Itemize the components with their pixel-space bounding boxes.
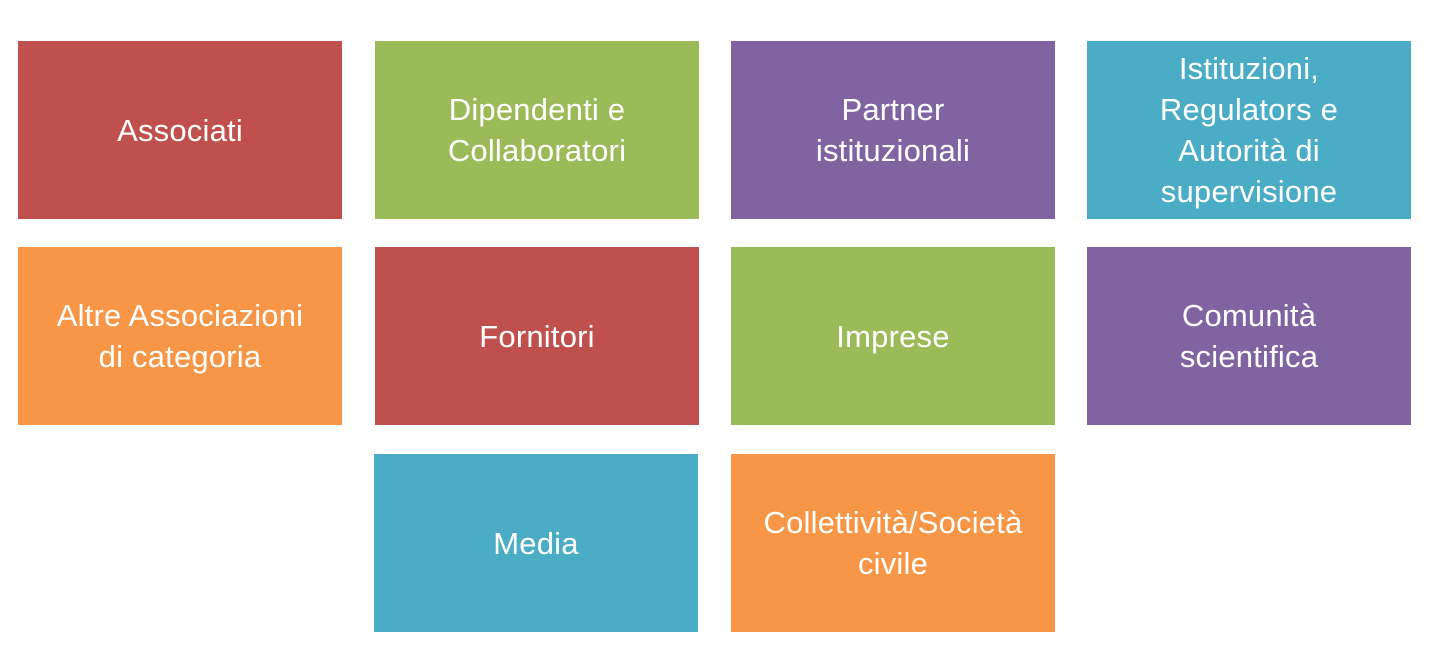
tile-media: Media [374, 454, 698, 632]
tile-label-media: Media [493, 525, 579, 561]
tile-istituzioni-regulators: Istituzioni, Regulators e Autorità di su… [1087, 41, 1411, 219]
tile-altre-associazioni: Altre Associazioni di categoria [18, 247, 342, 425]
tile-dipendenti-e-collaboratori: Dipendenti e Collaboratori [375, 41, 699, 219]
tile-label-associati: Associati [117, 112, 243, 148]
tile-imprese: Imprese [731, 247, 1055, 425]
tile-label-imprese: Imprese [836, 318, 950, 354]
tile-label-istituzioni-regulators: Istituzioni, Regulators e Autorità di su… [1159, 51, 1339, 209]
tile-label-partner-istituzionali: Partner istituzionali [815, 92, 971, 168]
tile-collettivita-societa-civile: Collettività/Società civile [731, 454, 1055, 632]
tile-label-altre-associazioni: Altre Associazioni di categoria [56, 298, 304, 374]
tile-comunita-scientifica: Comunità scientifica [1087, 247, 1411, 425]
tile-partner-istituzionali: Partner istituzionali [731, 41, 1055, 219]
tile-label-dipendenti-e-collaboratori: Dipendenti e Collaboratori [447, 92, 627, 168]
tile-label-comunita-scientifica: Comunità scientifica [1179, 298, 1319, 374]
tile-label-collettivita-societa-civile: Collettività/Società civile [763, 505, 1023, 581]
tile-label-fornitori: Fornitori [479, 318, 595, 354]
tile-associati: Associati [18, 41, 342, 219]
tile-fornitori: Fornitori [375, 247, 699, 425]
